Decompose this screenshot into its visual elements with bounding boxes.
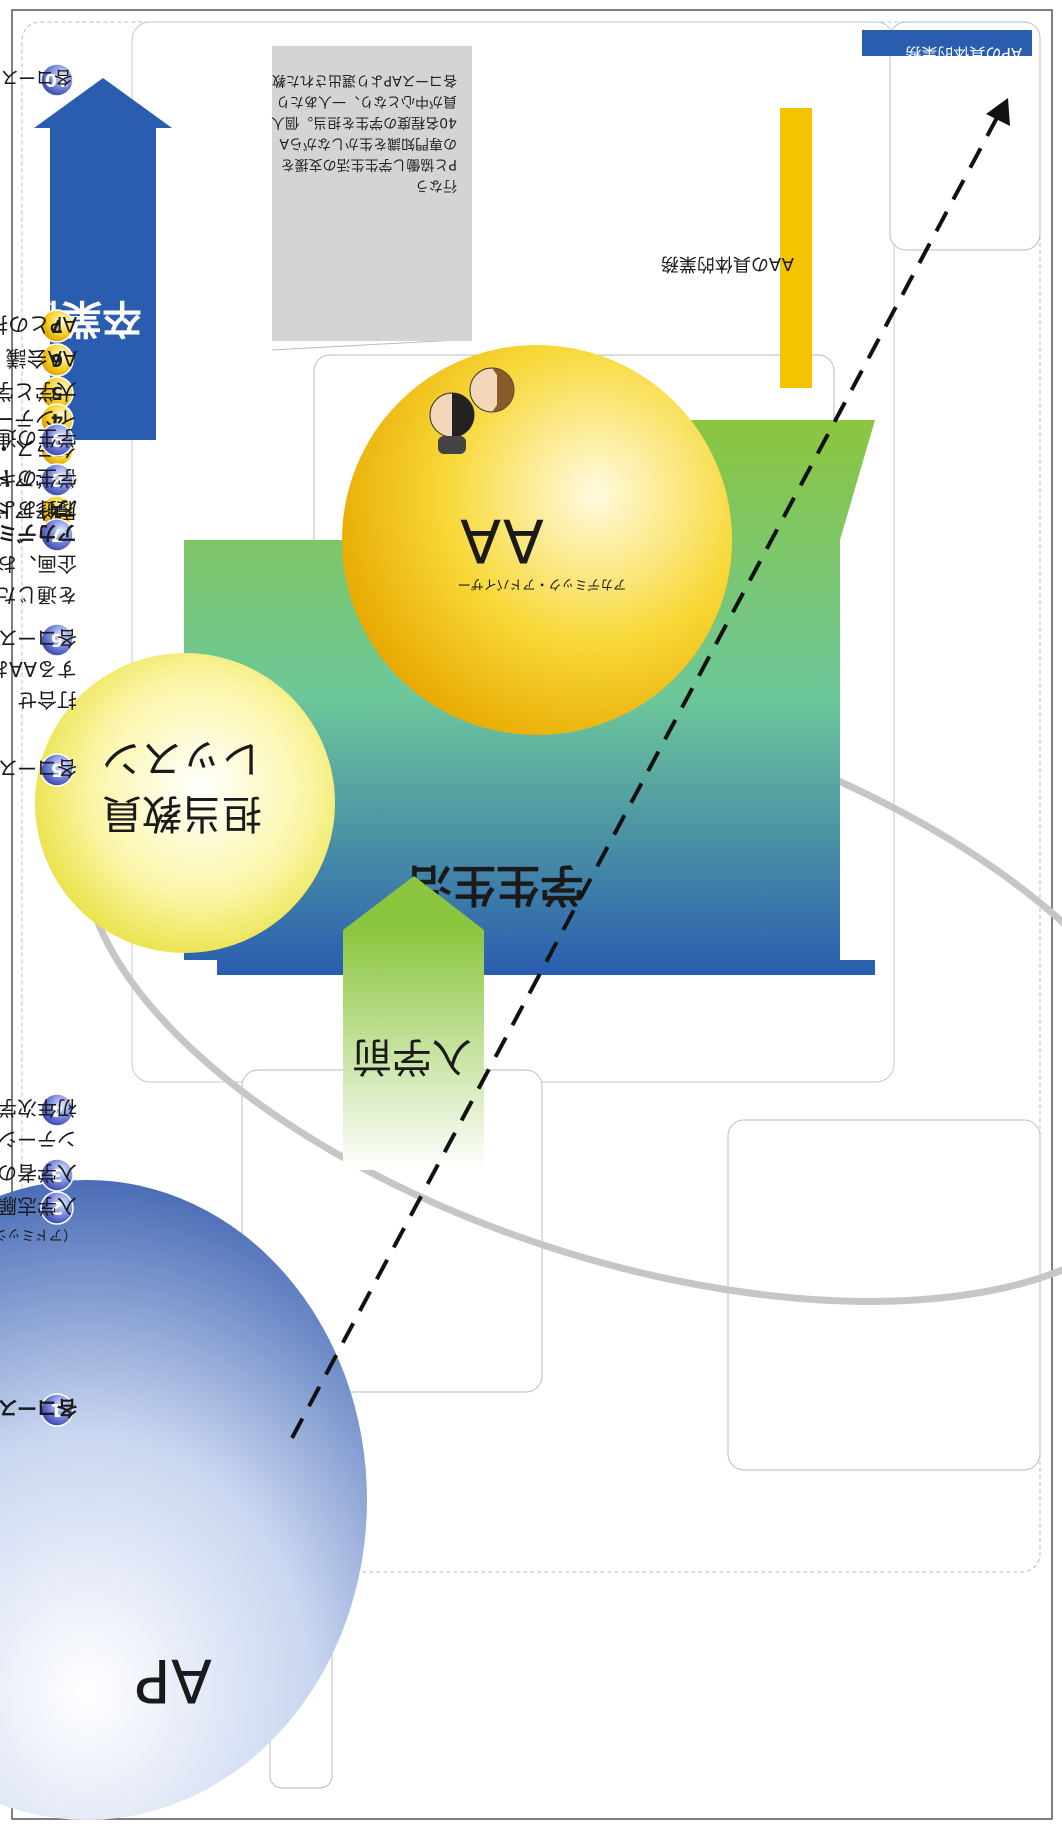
note-line-5: Pと協働し学生生活の支援を — [281, 156, 457, 172]
aa-item-number: 7 — [40, 309, 74, 343]
note-line-4: の専門知識を生かしながらA — [279, 135, 457, 152]
svg-text:9: 9 — [51, 429, 63, 449]
before-arrow — [343, 876, 484, 930]
svg-text:1: 1 — [51, 501, 63, 521]
progress-arrowhead — [986, 98, 1010, 126]
ap-item-text: 打合せ — [17, 688, 77, 712]
ap-item-text: 各コース『人材養成目的』および「養成する人材のイメージ」(=将来像）の策定および… — [0, 1396, 78, 1420]
advisor-people-illustration — [429, 367, 515, 454]
svg-text:10: 10 — [45, 69, 69, 89]
ap-item-number: 9 — [40, 423, 74, 457]
lesson-label-2: 担当教員 — [102, 790, 262, 836]
svg-text:7: 7 — [51, 524, 63, 544]
ap-item-text: （アドミッション・ポリシー）の策定 — [0, 1226, 77, 1243]
ap-item-text: 学生のキャリア形成に関する教育・指導 — [0, 466, 77, 490]
after-arrow-shape — [50, 128, 156, 440]
lesson-label-1: レッスン — [102, 735, 262, 781]
before-label: 入学前 — [352, 1033, 472, 1079]
svg-text:8: 8 — [51, 469, 63, 489]
ap-item-number: 10 — [40, 63, 74, 97]
aa-circle-sub: アカデミック・アドバイザー — [458, 576, 627, 592]
ap-item-text: ンテーションの実施 — [0, 1127, 77, 1151]
ap-item-number: 3 — [40, 1158, 74, 1192]
svg-text:2: 2 — [51, 1197, 63, 1217]
svg-text:1: 1 — [51, 1399, 63, 1419]
ap-item-number: 5 — [40, 753, 74, 787]
aa-item-number: 6 — [40, 343, 74, 377]
note-line-3: 40名程度の学生を担当。個人 — [271, 114, 457, 130]
svg-text:5: 5 — [51, 759, 63, 779]
ap-item10-box — [889, 21, 1041, 251]
note-line-6: 行なう — [415, 177, 457, 193]
ap-title-bar — [862, 30, 1032, 56]
ap-item-text: アカデミック・リテンション・プログラムの — [0, 521, 77, 545]
ap-item-text: 企画、およびアカデミック・アドバイザー — [0, 552, 77, 576]
ap-item-text: 入学者の選抜 — [0, 1161, 77, 1185]
ap-item-text: を通じたプログラムの実施 — [0, 583, 77, 607]
aa-title-bar — [780, 108, 812, 388]
ap-item-text: 各コースの教育・指導方針の策定 — [0, 756, 77, 780]
svg-text:5: 5 — [51, 382, 63, 402]
ap-item-text: 初年次学生に対するオリエ — [0, 1096, 77, 1120]
ap-item-number: 6 — [40, 623, 74, 657]
ap-item-text: 学生の進路選択に関わる事項 — [0, 426, 77, 450]
before-arrow-body — [343, 930, 484, 1170]
ap-item-text: 入学志願者選考基準 — [0, 1194, 77, 1218]
svg-text:4: 4 — [51, 1099, 63, 1119]
aa-item-text: AA会議 — [6, 346, 77, 370]
aa-item-text: 大学と学生のパイプ役 — [0, 379, 77, 403]
after-arrow-head — [34, 78, 172, 128]
note-box — [272, 46, 472, 341]
ap-item-text: 方針および方法の策定 — [0, 497, 77, 521]
ap-item-number: 4 — [40, 1093, 74, 1127]
ap-item-text: するAAおよびレッスン担当教員との — [0, 657, 77, 681]
ap-circle — [0, 1180, 367, 1820]
ap-item-number: 2 — [40, 1191, 74, 1225]
aa-item-number: 1 — [40, 495, 74, 529]
aa-circle-label: AA — [460, 505, 544, 575]
ap-item-text: 各コースの教育・指導方針、方法に関 — [0, 626, 77, 650]
ap-item-number: 1 — [40, 1393, 74, 1427]
aa-items-box — [727, 1119, 1041, 1471]
note-line-2: 員が中心となり、一人あたり — [276, 93, 457, 109]
ap-item-text: 各コース卒業生への対応 — [0, 66, 72, 87]
svg-text:6: 6 — [51, 349, 63, 369]
ap-item-number: 8 — [40, 463, 74, 497]
svg-text:6: 6 — [51, 629, 63, 649]
aa-item-number: 5 — [40, 376, 74, 410]
aa-item-text: APとの打合せ — [0, 312, 77, 336]
ap-item-number: 7 — [40, 518, 74, 552]
note-connector — [271, 339, 458, 351]
ap-section-title: APの具体的業務 — [905, 44, 1022, 63]
ap-items-list: 10各コース卒業生への対応 9学生の進路選択に関わる事項 8学生のキャリア形成に関す… — [0, 63, 78, 1427]
lesson-teacher-circle — [35, 653, 335, 953]
aa-item-text: 履修アドバイジング — [0, 498, 77, 522]
svg-text:3: 3 — [51, 1164, 63, 1184]
after-label: 卒業後 — [21, 295, 142, 341]
aa-section-title: AAの具体的業務 — [661, 253, 794, 274]
svg-text:7: 7 — [51, 315, 63, 335]
note-text: 各コースAPより選出された教 員が中心となり、一人あたり 40名程度の学生を担当… — [271, 72, 457, 193]
note-line-1: 各コースAPより選出された教 — [272, 72, 457, 88]
ap-circle-label: AP — [135, 1645, 212, 1715]
